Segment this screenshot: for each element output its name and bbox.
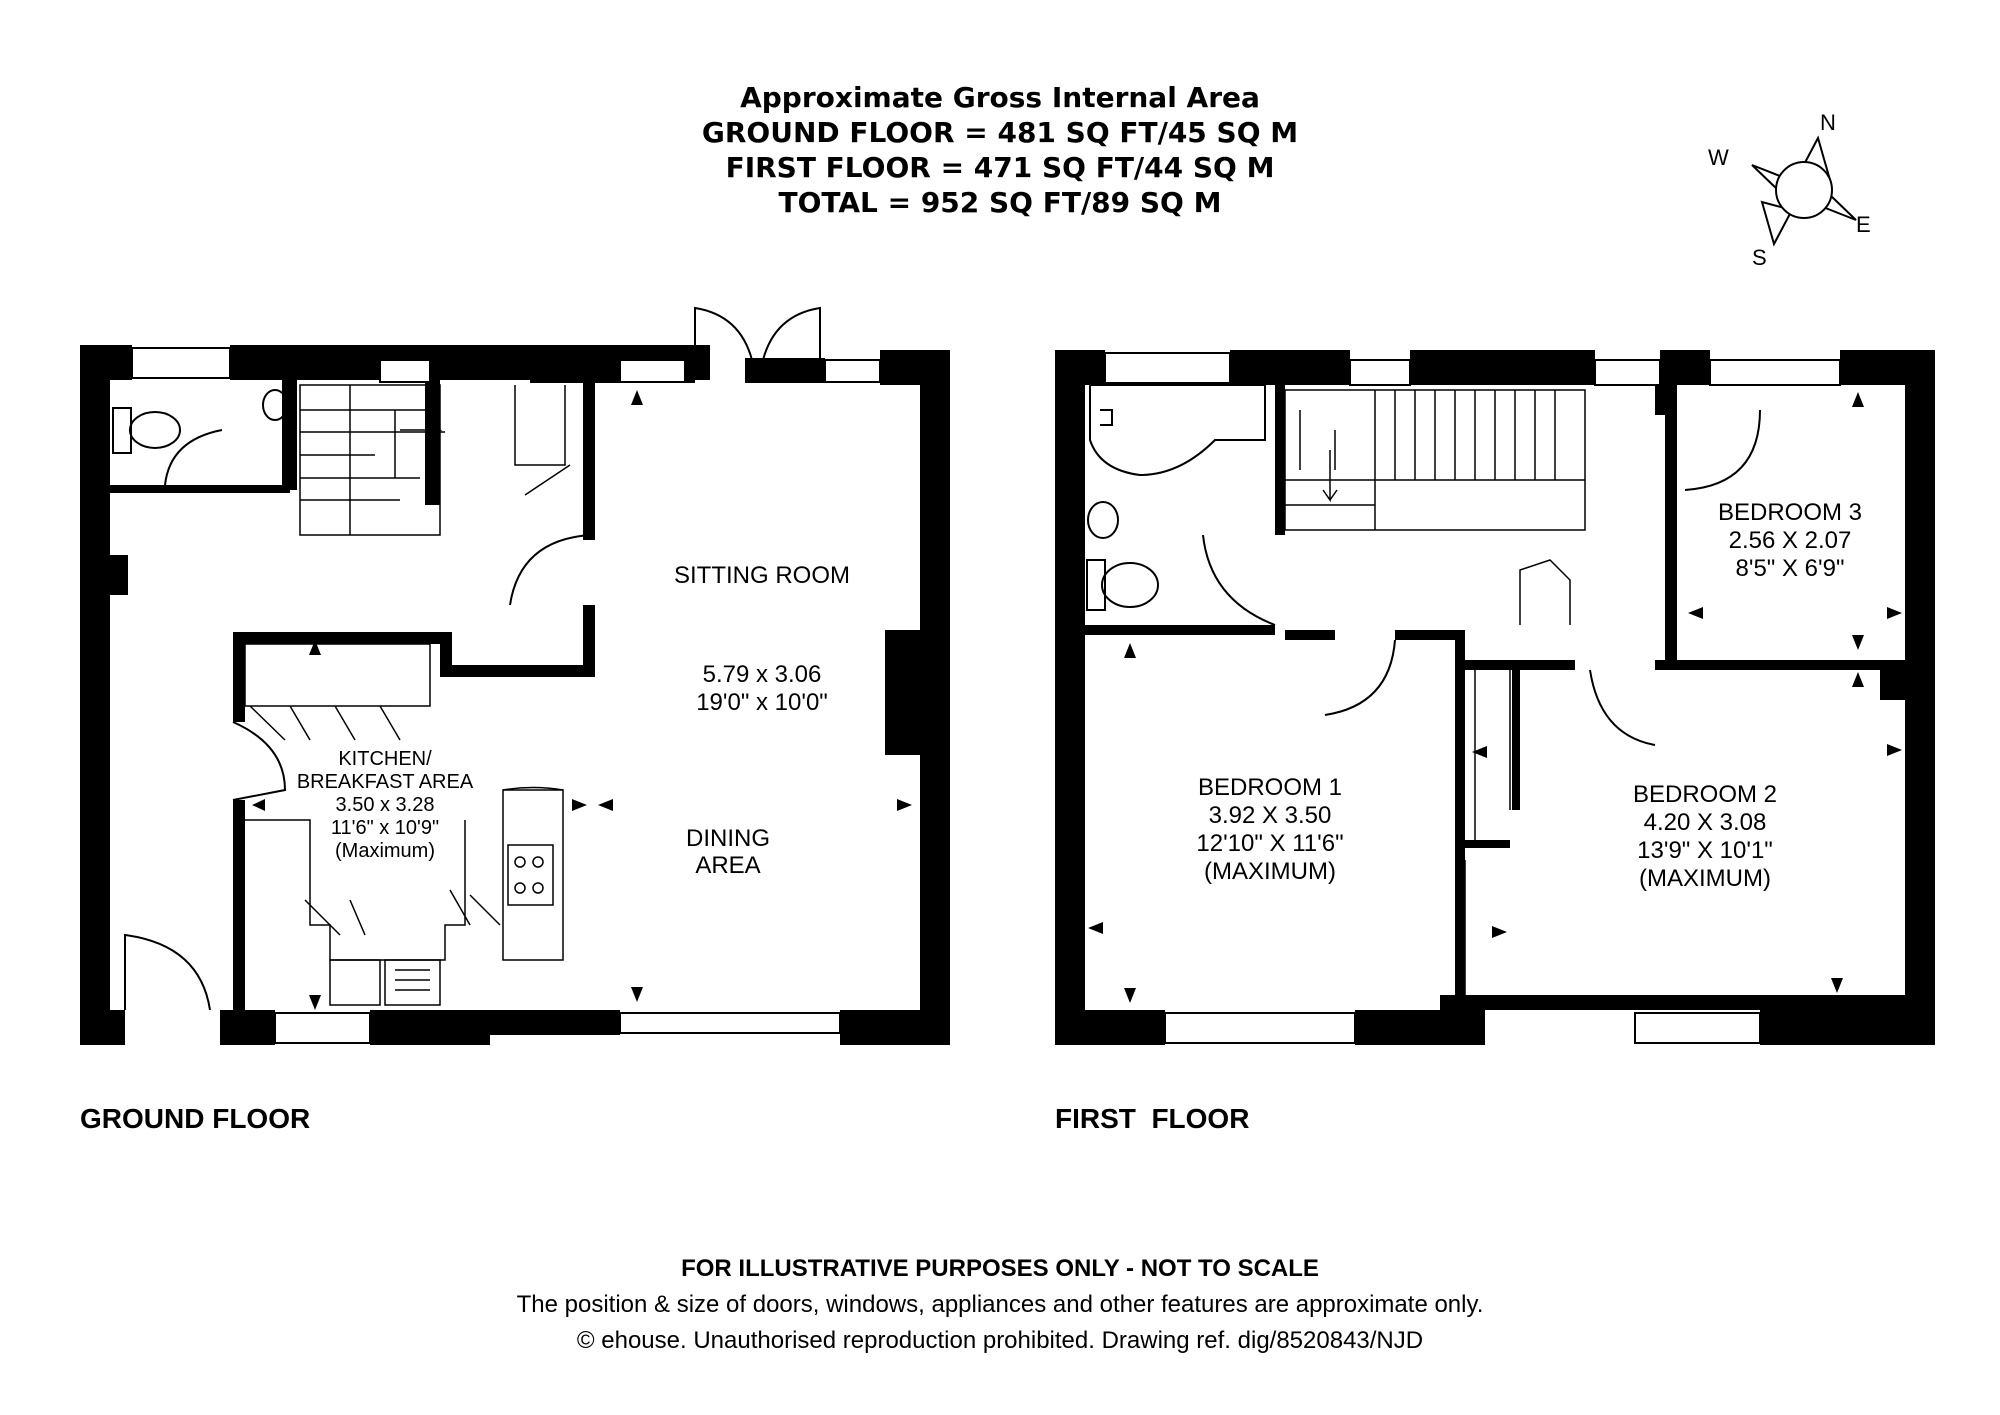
copyright-text: © ehouse. Unauthorised reproduction proh… — [576, 1327, 1424, 1354]
first-stairs-icon — [1284, 389, 1586, 531]
kitchen-label-2: BREAKFAST AREA — [297, 771, 474, 793]
first-dimension-arrows — [1088, 392, 1902, 1003]
kitchen-note: (Maximum) — [335, 840, 435, 862]
bedroom1-door-icon — [1324, 639, 1396, 716]
french-doors-icon — [694, 306, 821, 361]
bedroom2-imperial: 13'9" X 10'1" — [1637, 837, 1773, 864]
front-door-icon — [124, 933, 211, 1011]
bathroom-toilet-icon — [1086, 559, 1159, 611]
wc-door-icon — [164, 429, 223, 486]
area-title: Approximate Gross Internal Area — [740, 81, 1260, 114]
bedroom2-door-icon — [1589, 669, 1656, 746]
first-floor-windows — [1104, 352, 1841, 1044]
compass-w-label: W — [1708, 145, 1729, 170]
bathroom-door-icon — [1202, 534, 1276, 626]
wc-basin-icon — [262, 389, 288, 421]
airing-cupboard-icon — [1519, 559, 1571, 625]
compass-icon: N E S W — [1708, 110, 1871, 270]
bedroom1-label: BEDROOM 1 — [1198, 774, 1342, 801]
compass-n-label: N — [1820, 110, 1836, 135]
bedroom3-metric: 2.56 X 2.07 — [1729, 527, 1852, 554]
dining-area-label-2: AREA — [695, 852, 760, 879]
sitting-room-door-icon — [509, 534, 591, 606]
bedroom1-imperial: 12'10" X 11'6" — [1196, 830, 1343, 857]
first-floor-walls — [1055, 350, 1935, 1045]
bedroom3-imperial: 8'5" X 6'9" — [1736, 555, 1845, 582]
ground-stairs-icon — [299, 384, 445, 536]
sitting-room-metric: 5.79 x 3.06 — [703, 661, 822, 688]
first-floor-title: FIRST FLOOR — [1055, 1103, 1250, 1134]
bedroom2-label: BEDROOM 2 — [1633, 781, 1777, 808]
kitchen-door-icon — [232, 721, 287, 801]
ground-floor-plan: SITTING ROOM 5.79 x 3.06 19'0" x 10'0" D… — [80, 306, 950, 1045]
first-floor-area: FIRST FLOOR = 471 SQ FT/44 SQ M — [725, 151, 1275, 184]
bedroom3-label: BEDROOM 3 — [1718, 499, 1862, 526]
bedroom2-metric: 4.20 X 3.08 — [1644, 809, 1767, 836]
ground-floor-title: GROUND FLOOR — [80, 1103, 311, 1134]
kitchen-imperial: 11'6" x 10'9" — [331, 817, 439, 839]
kitchen-label-1: KITCHEN/ — [338, 748, 432, 770]
dining-area-label-1: DINING — [686, 825, 770, 852]
ground-floor-area: GROUND FLOOR = 481 SQ FT/45 SQ M — [701, 116, 1299, 149]
total-area: TOTAL = 952 SQ FT/89 SQ M — [778, 186, 1222, 219]
sitting-room-imperial: 19'0" x 10'0" — [696, 689, 828, 716]
disclaimer-text: FOR ILLUSTRATIVE PURPOSES ONLY - NOT TO … — [681, 1255, 1319, 1282]
approximation-note: The position & size of doors, windows, a… — [516, 1291, 1484, 1318]
bathroom-basin-icon — [1087, 501, 1119, 539]
wardrobe-icon — [1464, 670, 1511, 995]
ground-dimension-arrows — [252, 390, 912, 1010]
bath-icon — [1089, 384, 1266, 477]
cupboard-icon — [514, 385, 571, 496]
bedroom2-note: (MAXIMUM) — [1639, 865, 1771, 892]
bedroom1-metric: 3.92 X 3.50 — [1209, 802, 1332, 829]
bedroom1-note: (MAXIMUM) — [1204, 858, 1336, 885]
first-floor-plan: BEDROOM 1 3.92 X 3.50 12'10" X 11'6" (MA… — [1055, 350, 1935, 1045]
compass-e-label: E — [1856, 212, 1871, 237]
kitchen-units-icon — [244, 643, 564, 1006]
toilet-icon — [112, 407, 181, 454]
sitting-room-label: SITTING ROOM — [674, 562, 850, 589]
ground-floor-windows — [131, 347, 881, 1044]
bedroom3-door-icon — [1684, 409, 1761, 491]
compass-s-label: S — [1752, 245, 1767, 270]
kitchen-metric: 3.50 x 3.28 — [336, 794, 435, 816]
